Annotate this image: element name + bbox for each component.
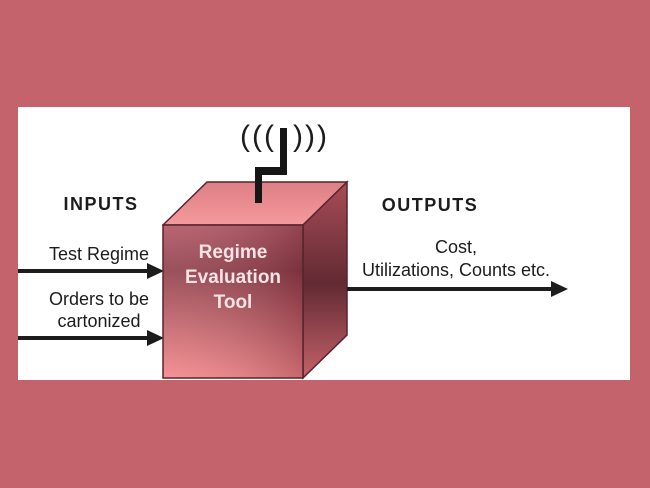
diagram-panel: INPUTS Test Regime Orders to be cartoniz… (18, 107, 630, 380)
output-label-line2: Utilizations, Counts etc. (361, 260, 551, 280)
input-label-test-regime: Test Regime (48, 244, 150, 264)
box-label-line1: Regime (198, 242, 268, 263)
output-label-line1: Cost, (434, 237, 478, 257)
box-label: Regime Evaluation Tool (185, 240, 281, 315)
input-arrow-2-line (18, 336, 148, 340)
box-label-line3: Tool (213, 292, 253, 313)
output-label: Cost, Utilizations, Counts etc. (362, 236, 550, 282)
output-arrow-head (551, 281, 568, 297)
signal-waves-left-icon: ((( (240, 120, 276, 153)
evaluation-tool-box (162, 128, 349, 380)
box-label-line2: Evaluation (184, 267, 282, 288)
input-label-orders-line2: cartonized (57, 311, 141, 331)
inputs-heading: INPUTS (63, 194, 139, 214)
input-arrow-1-line (18, 269, 148, 273)
input-arrow-2-head (147, 330, 164, 346)
input-arrow-1-head (147, 263, 164, 279)
input-label-orders: Orders to be cartonized (49, 288, 149, 332)
antenna-icon (255, 128, 287, 203)
output-arrow-line (347, 287, 552, 291)
outputs-heading: OUTPUTS (381, 195, 479, 215)
input-label-orders-line1: Orders to be (48, 289, 150, 309)
signal-waves-right-icon: ))) (293, 120, 329, 153)
box-front-face-shade (162, 224, 304, 379)
